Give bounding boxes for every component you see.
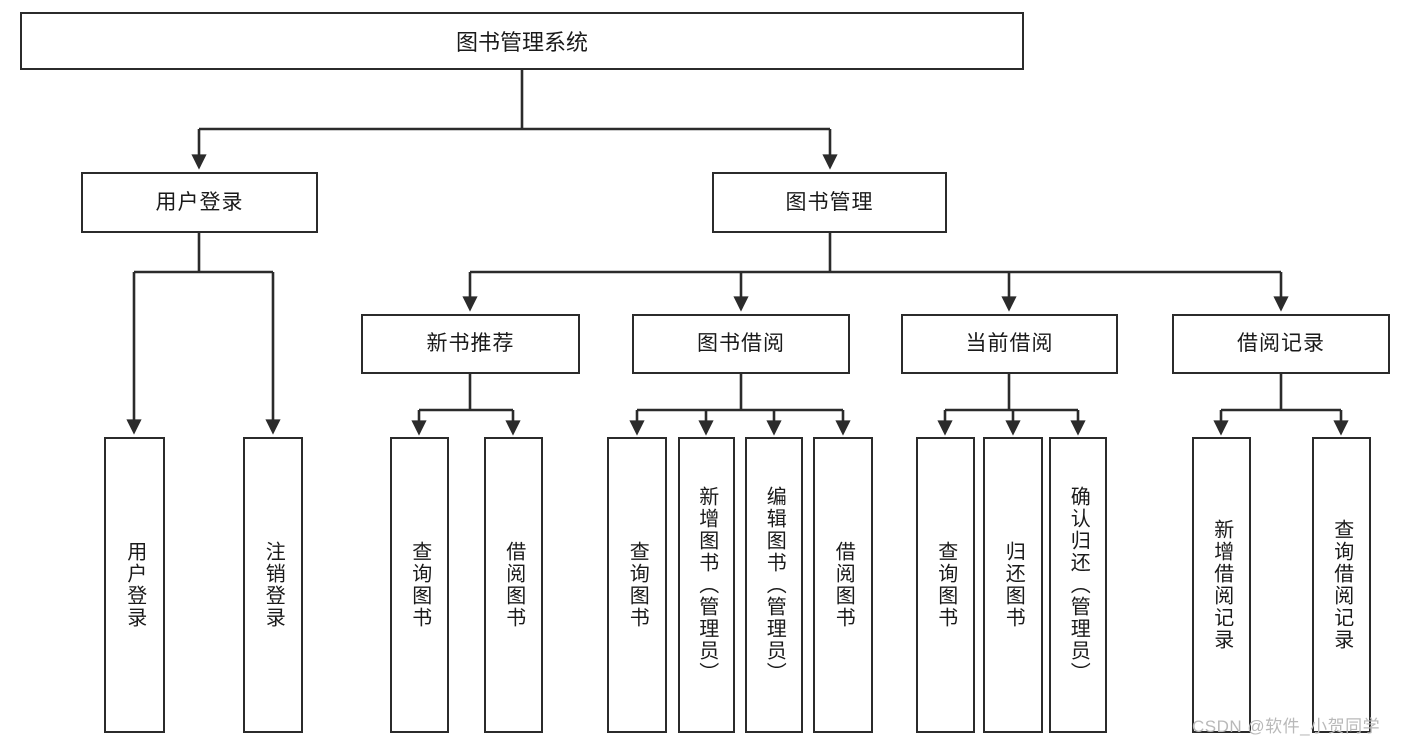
node-book-management-label: 图书管理 [785,190,874,214]
node-borrow-record-label: 借阅记录 [1237,332,1325,356]
node-root[interactable]: 图书管理系统 [20,12,1024,70]
leaf-label: 借阅图书 [502,541,525,629]
leaf-node[interactable]: 新增借阅记录 [1192,437,1251,733]
node-book-borrow-label: 图书借阅 [697,332,785,356]
leaf-node[interactable]: 归还图书 [983,437,1043,733]
leaf-label: 确认归还（管理员） [1067,486,1090,684]
leaf-node[interactable]: 确认归还（管理员） [1049,437,1107,733]
leaf-label: 查询图书 [626,541,649,629]
leaf-node[interactable]: 新增图书（管理员） [678,437,735,733]
leaf-node[interactable]: 查询借阅记录 [1312,437,1371,733]
leaf-label: 查询借阅记录 [1330,519,1353,651]
leaf-node[interactable]: 查询图书 [916,437,975,733]
leaf-node[interactable]: 编辑图书（管理员） [745,437,803,733]
node-user-login[interactable]: 用户登录 [81,172,318,233]
leaf-label: 新增图书（管理员） [695,486,718,684]
leaf-node[interactable]: 查询图书 [607,437,667,733]
leaf-label: 归还图书 [1002,541,1025,629]
node-new-book-recommend-label: 新书推荐 [426,332,515,356]
node-book-management[interactable]: 图书管理 [712,172,947,233]
leaf-label: 查询图书 [408,541,431,629]
leaf-node[interactable]: 借阅图书 [484,437,543,733]
node-borrow-record[interactable]: 借阅记录 [1172,314,1390,374]
node-root-label: 图书管理系统 [455,30,588,55]
node-current-borrow[interactable]: 当前借阅 [901,314,1118,374]
leaf-node[interactable]: 借阅图书 [813,437,873,733]
node-book-borrow[interactable]: 图书借阅 [632,314,850,374]
leaf-label: 借阅图书 [832,541,855,629]
leaf-node[interactable]: 注销登录 [243,437,303,733]
node-new-book-recommend[interactable]: 新书推荐 [361,314,580,374]
node-user-login-label: 用户登录 [155,190,244,214]
watermark: CSDN @软件_小贺同学 [1192,717,1381,736]
leaf-label: 新增借阅记录 [1210,519,1233,651]
leaf-node[interactable]: 用户登录 [104,437,165,733]
leaf-label: 查询图书 [934,541,957,629]
leaf-label: 注销登录 [262,541,285,629]
leaf-label: 用户登录 [123,541,146,629]
leaf-node[interactable]: 查询图书 [390,437,449,733]
node-current-borrow-label: 当前借阅 [965,332,1054,356]
leaf-label: 编辑图书（管理员） [763,486,786,684]
